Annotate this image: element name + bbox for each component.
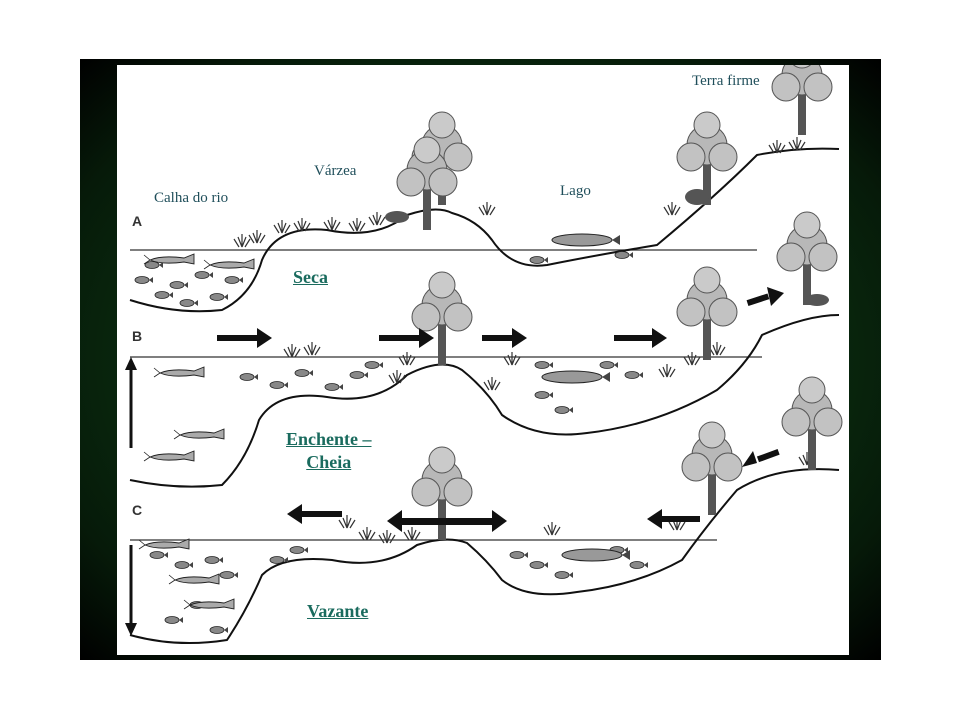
floodplain-diagram xyxy=(125,65,843,645)
panel-letter-b: B xyxy=(132,328,143,344)
panel-letter-c: C xyxy=(132,502,143,518)
label-varzea: Várzea xyxy=(314,163,357,179)
diagram-panel: Terra firme Várzea Calha do rio Lago A B… xyxy=(117,65,849,655)
animal-icon xyxy=(385,211,409,223)
phase-enchente-line2: Cheia xyxy=(306,452,352,472)
label-lago: Lago xyxy=(560,183,591,199)
panel-a-seca xyxy=(129,65,840,313)
panel-b-enchente xyxy=(125,211,840,488)
phase-vazante-link[interactable]: Vazante xyxy=(307,601,369,621)
arrow-double-icon xyxy=(387,510,507,532)
phase-enchente-link[interactable]: Enchente – Cheia xyxy=(286,428,372,474)
panel-letter-a: A xyxy=(132,213,143,229)
arrow-vertical-icon xyxy=(125,357,137,448)
arrow-left-icon xyxy=(287,449,780,529)
phase-enchente-line1: Enchente – xyxy=(286,429,372,449)
arrow-vertical-icon xyxy=(125,545,137,636)
phase-seca-link[interactable]: Seca xyxy=(293,267,328,287)
label-terra-firme: Terra firme xyxy=(692,73,760,89)
label-calha: Calha do rio xyxy=(154,190,229,206)
panel-c-vazante xyxy=(125,376,843,645)
arrow-right-icon xyxy=(217,287,784,348)
